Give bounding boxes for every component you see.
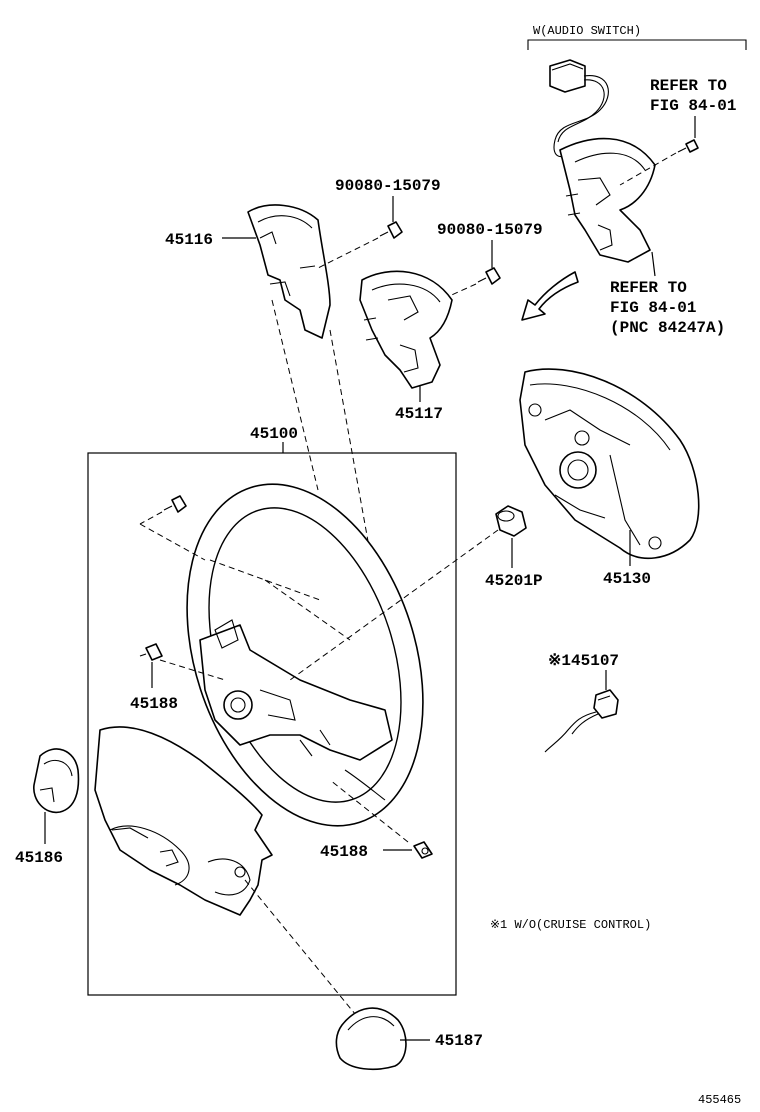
steering-wheel-45100 <box>186 483 424 827</box>
refer-mid-line3: (PNC 84247A) <box>610 319 725 337</box>
bolt-90080-right <box>477 267 501 285</box>
dash-inner-top <box>139 523 206 561</box>
bolt-90080-left <box>379 221 403 239</box>
part-45188-right <box>413 841 433 859</box>
label-bolt-right: 90080-15079 <box>437 221 543 239</box>
part-45117-switch <box>359 270 453 389</box>
refer-mid-line1: REFER TO <box>610 279 687 297</box>
lower-steering-cover <box>94 726 273 916</box>
dash-45187 <box>244 879 361 1021</box>
refer-mid-line2: FIG 84-01 <box>610 299 696 317</box>
part-45201p <box>495 505 527 537</box>
footnote-cruise-control: ※1 W/O(CRUISE CONTROL) <box>490 918 651 932</box>
label-45107: ※145107 <box>548 652 619 670</box>
dash-45188-right <box>329 779 409 843</box>
label-bolt-left: 90080-15079 <box>335 177 441 195</box>
label-45187: 45187 <box>435 1032 483 1050</box>
part-45187 <box>335 1007 407 1071</box>
dash-45117-down <box>329 329 376 581</box>
dash-bolt-right <box>444 283 477 299</box>
frame-45100 <box>87 452 457 996</box>
refer-top-line2: FIG 84-01 <box>650 97 736 115</box>
dash-mid-1 <box>264 579 351 641</box>
label-45186: 45186 <box>15 849 63 867</box>
part-45130-airbag <box>519 368 700 560</box>
audio-switch-connector <box>549 59 609 158</box>
dash-45116-down <box>271 299 319 491</box>
right-switch-assembly <box>559 137 656 263</box>
label-45100: 45100 <box>250 425 298 443</box>
assembly-direction-arrow <box>521 271 579 321</box>
dash-bolt-left <box>317 237 379 269</box>
label-45117: 45117 <box>395 405 443 423</box>
bolt-inner-top <box>139 495 187 525</box>
label-45116: 45116 <box>165 231 213 249</box>
label-45188-left: 45188 <box>130 695 178 713</box>
part-45188-left <box>139 643 163 661</box>
refer-top-line1: REFER TO <box>650 77 727 95</box>
figure-number: 455465 <box>698 1093 741 1107</box>
label-45130: 45130 <box>603 570 651 588</box>
label-45201p: 45201P <box>485 572 543 590</box>
refer-bolt-top <box>619 139 699 186</box>
part-45116-cover <box>247 204 331 339</box>
label-45188-right: 45188 <box>320 843 368 861</box>
dash-45201p <box>289 529 499 681</box>
dash-45188-left <box>159 659 226 681</box>
audio-switch-label: W(AUDIO SWITCH) <box>533 24 641 38</box>
part-45186 <box>33 748 80 814</box>
part-45107 <box>544 689 619 753</box>
refer-mid-leader <box>651 251 656 277</box>
audio-switch-bracket <box>527 39 747 50</box>
